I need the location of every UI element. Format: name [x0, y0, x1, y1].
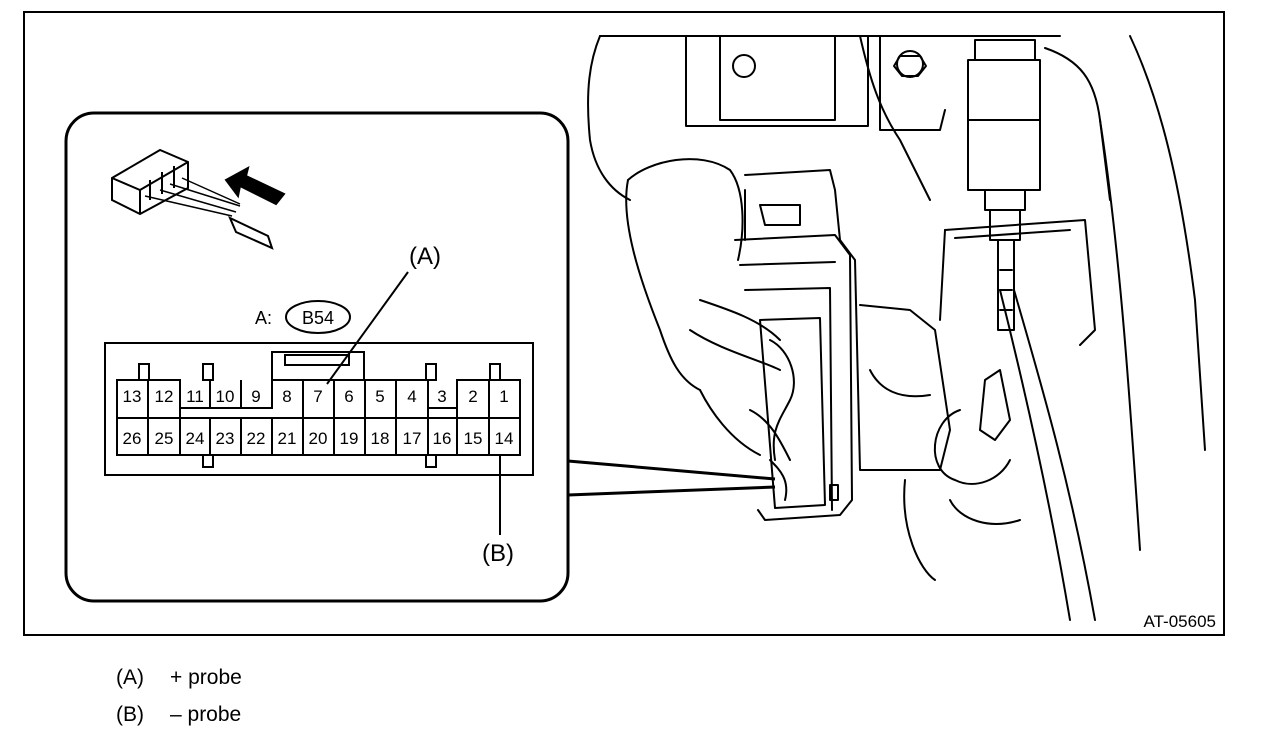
pin-number-9: 9	[251, 387, 260, 406]
pin-number-26: 26	[123, 429, 142, 448]
pin-number-23: 23	[216, 429, 235, 448]
legend-text-a: + probe	[170, 666, 242, 689]
legend-key-a: (A)	[116, 666, 144, 689]
connector-face	[104, 342, 534, 476]
pin-number-18: 18	[371, 429, 390, 448]
pin-row-bottom: 26 25 24 23 22 21 20 19 18 17 16 15 14	[123, 429, 514, 448]
legend-key-b: (B)	[116, 703, 144, 726]
pin-row-top: 13 12 11 10 9 8 7 6 5 4 3 2 1	[123, 387, 509, 406]
pin-number-21: 21	[278, 429, 297, 448]
pin-number-1: 1	[499, 387, 508, 406]
pin-number-3: 3	[437, 387, 446, 406]
connector-label: A:	[255, 308, 272, 328]
pin-number-19: 19	[340, 429, 359, 448]
callout-a-leader	[326, 271, 409, 385]
pin-number-12: 12	[155, 387, 174, 406]
connector-code: B54	[302, 308, 334, 328]
pin-number-8: 8	[282, 387, 291, 406]
legend-item-b: (B) – probe	[116, 703, 241, 727]
inset-leader-top	[567, 459, 776, 481]
pin-number-5: 5	[375, 387, 384, 406]
pin-number-15: 15	[464, 429, 483, 448]
figure-code: AT-05605	[1144, 612, 1216, 631]
pin-number-2: 2	[468, 387, 477, 406]
pin-number-10: 10	[216, 387, 235, 406]
connector-code-oval	[285, 300, 351, 334]
pin-number-20: 20	[309, 429, 328, 448]
pin-number-13: 13	[123, 387, 142, 406]
connector-icon	[111, 148, 274, 250]
pin-number-6: 6	[344, 387, 353, 406]
pin-number-11: 11	[186, 387, 204, 406]
vehicle-illustration	[587, 35, 1206, 621]
arrow-icon	[224, 166, 286, 206]
pin-number-7: 7	[313, 387, 322, 406]
pin-number-14: 14	[495, 429, 514, 448]
pin-number-22: 22	[247, 429, 266, 448]
pin-number-25: 25	[155, 429, 174, 448]
legend-text-b: – probe	[170, 703, 242, 726]
pin-number-16: 16	[433, 429, 452, 448]
pin-number-17: 17	[403, 429, 422, 448]
callout-b: (B)	[482, 540, 514, 567]
inset-leader-bottom	[567, 485, 776, 497]
legend-item-a: (A) + probe	[116, 666, 242, 690]
pin-number-24: 24	[186, 429, 205, 448]
pin-number-4: 4	[407, 387, 416, 406]
callout-a: (A)	[409, 243, 441, 270]
